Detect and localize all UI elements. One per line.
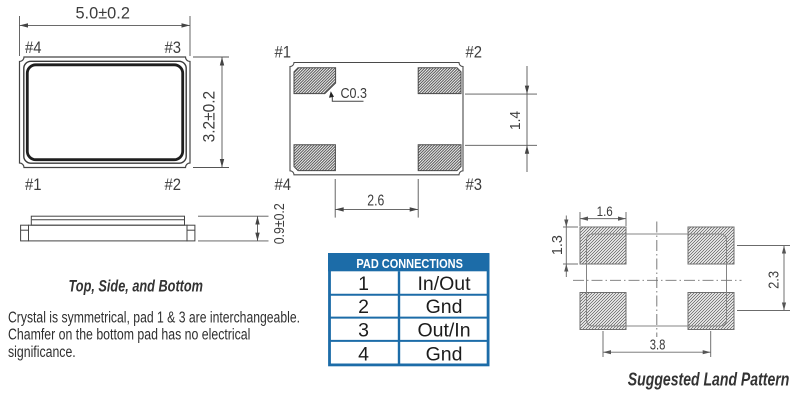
svg-text:Top, Side, and Bottom: Top, Side, and Bottom <box>69 276 204 295</box>
svg-text:1.6: 1.6 <box>597 203 613 219</box>
svg-text:1.3: 1.3 <box>550 235 566 255</box>
svg-text:#2: #2 <box>466 43 483 62</box>
svg-text:1: 1 <box>358 273 369 295</box>
svg-text:Out/In: Out/In <box>417 319 470 341</box>
svg-text:5.0±0.2: 5.0±0.2 <box>75 4 130 23</box>
svg-text:PAD CONNECTIONS: PAD CONNECTIONS <box>356 257 463 271</box>
svg-text:significance.: significance. <box>8 344 76 361</box>
svg-text:Gnd: Gnd <box>426 296 463 318</box>
svg-text:3.8: 3.8 <box>650 338 666 354</box>
svg-text:#3: #3 <box>466 175 483 194</box>
svg-text:C0.3: C0.3 <box>341 85 368 102</box>
svg-text:1.4: 1.4 <box>507 111 524 130</box>
svg-text:2.6: 2.6 <box>367 193 384 210</box>
svg-text:#1: #1 <box>25 175 42 194</box>
svg-text:#1: #1 <box>275 43 292 62</box>
svg-text:3: 3 <box>358 319 369 341</box>
svg-text:In/Out: In/Out <box>417 273 471 295</box>
svg-text:2: 2 <box>358 296 369 318</box>
svg-text:Suggested Land Pattern: Suggested Land Pattern <box>628 369 790 389</box>
svg-text:4: 4 <box>358 344 369 366</box>
svg-text:2.3: 2.3 <box>767 271 783 289</box>
svg-text:#3: #3 <box>165 38 182 57</box>
svg-text:#2: #2 <box>165 175 182 194</box>
svg-text:3.2±0.2: 3.2±0.2 <box>200 91 219 143</box>
svg-text:0.9±0.2: 0.9±0.2 <box>271 203 288 244</box>
svg-text:#4: #4 <box>25 38 42 57</box>
svg-text:Gnd: Gnd <box>426 344 463 366</box>
svg-text:Chamfer on the bottom pad has: Chamfer on the bottom pad has no electri… <box>8 327 250 344</box>
svg-text:Crystal is symmetrical, pad 1: Crystal is symmetrical, pad 1 & 3 are in… <box>8 309 300 326</box>
svg-text:#4: #4 <box>275 175 292 194</box>
